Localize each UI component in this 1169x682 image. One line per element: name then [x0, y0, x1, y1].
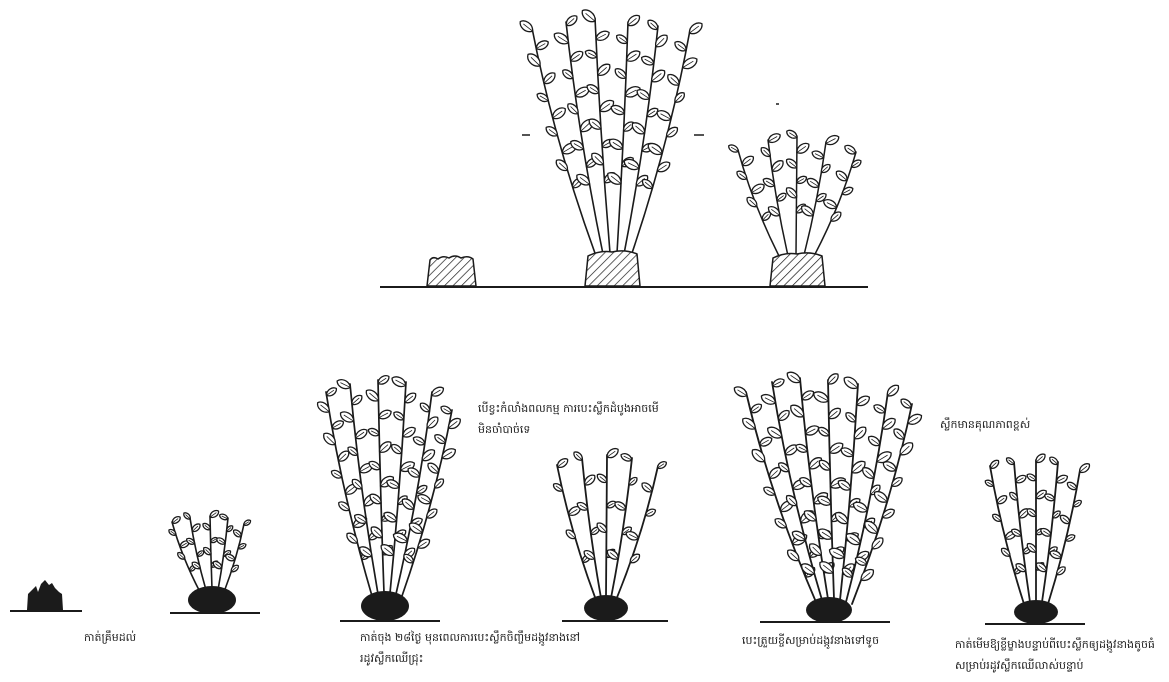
caption-cut-to-stump: កាត់គ្រឹមដល់	[84, 627, 136, 648]
caption-young-shoot-harvest: បេះត្រួយខ្ចីសម្រាប់ដង្កូវនាងទៅទូច	[742, 630, 879, 651]
stem	[532, 28, 596, 256]
caption-cut-stems-next-season: កាត់មើមឱ្យខ្លីម្ខាងបន្ទាប់ពីបេះស្លឹកឲ្យដ…	[955, 634, 1155, 676]
stem	[595, 18, 610, 253]
stem	[606, 455, 607, 597]
top-stump-bushy	[770, 253, 825, 286]
soil-mound-final	[1014, 600, 1058, 624]
bottom-plant-first-harvest	[552, 446, 668, 600]
top-plant-bushy	[727, 128, 862, 258]
soil-mound-first-harvest	[584, 595, 628, 621]
stem	[617, 22, 628, 253]
stem	[631, 30, 690, 256]
caption-first-leaf-harvest: បើខ្វះកំលាំងពលកម្ម ការបេះស្លឹកដំបូងអាចមើ…	[478, 398, 659, 440]
caption-high-quality-leaves: ស្លឹកមានគុណភាពខ្ពស់	[940, 414, 1030, 435]
top-stump-tall	[585, 251, 640, 286]
stump-cut-back	[27, 580, 63, 610]
top-plant-tall	[518, 7, 705, 256]
soil-mound-small	[188, 586, 236, 614]
bottom-plant-full	[732, 370, 923, 604]
bottom-plant-day28	[315, 374, 462, 596]
soil-mound-day28	[361, 591, 409, 621]
bottom-plant-final	[984, 452, 1091, 604]
bottom-plant-small	[168, 509, 252, 592]
caption-cut-day-28: កាត់ចុង ២៨ថ្ងៃ មុនពេលការបេះស្លឹកចិញ្ចឹមដ…	[360, 627, 580, 669]
soil-mound-full	[806, 597, 852, 623]
stem	[172, 522, 200, 592]
top-stump-small	[427, 256, 476, 286]
bottom-ground-lines	[10, 611, 1085, 624]
stem	[396, 392, 432, 594]
